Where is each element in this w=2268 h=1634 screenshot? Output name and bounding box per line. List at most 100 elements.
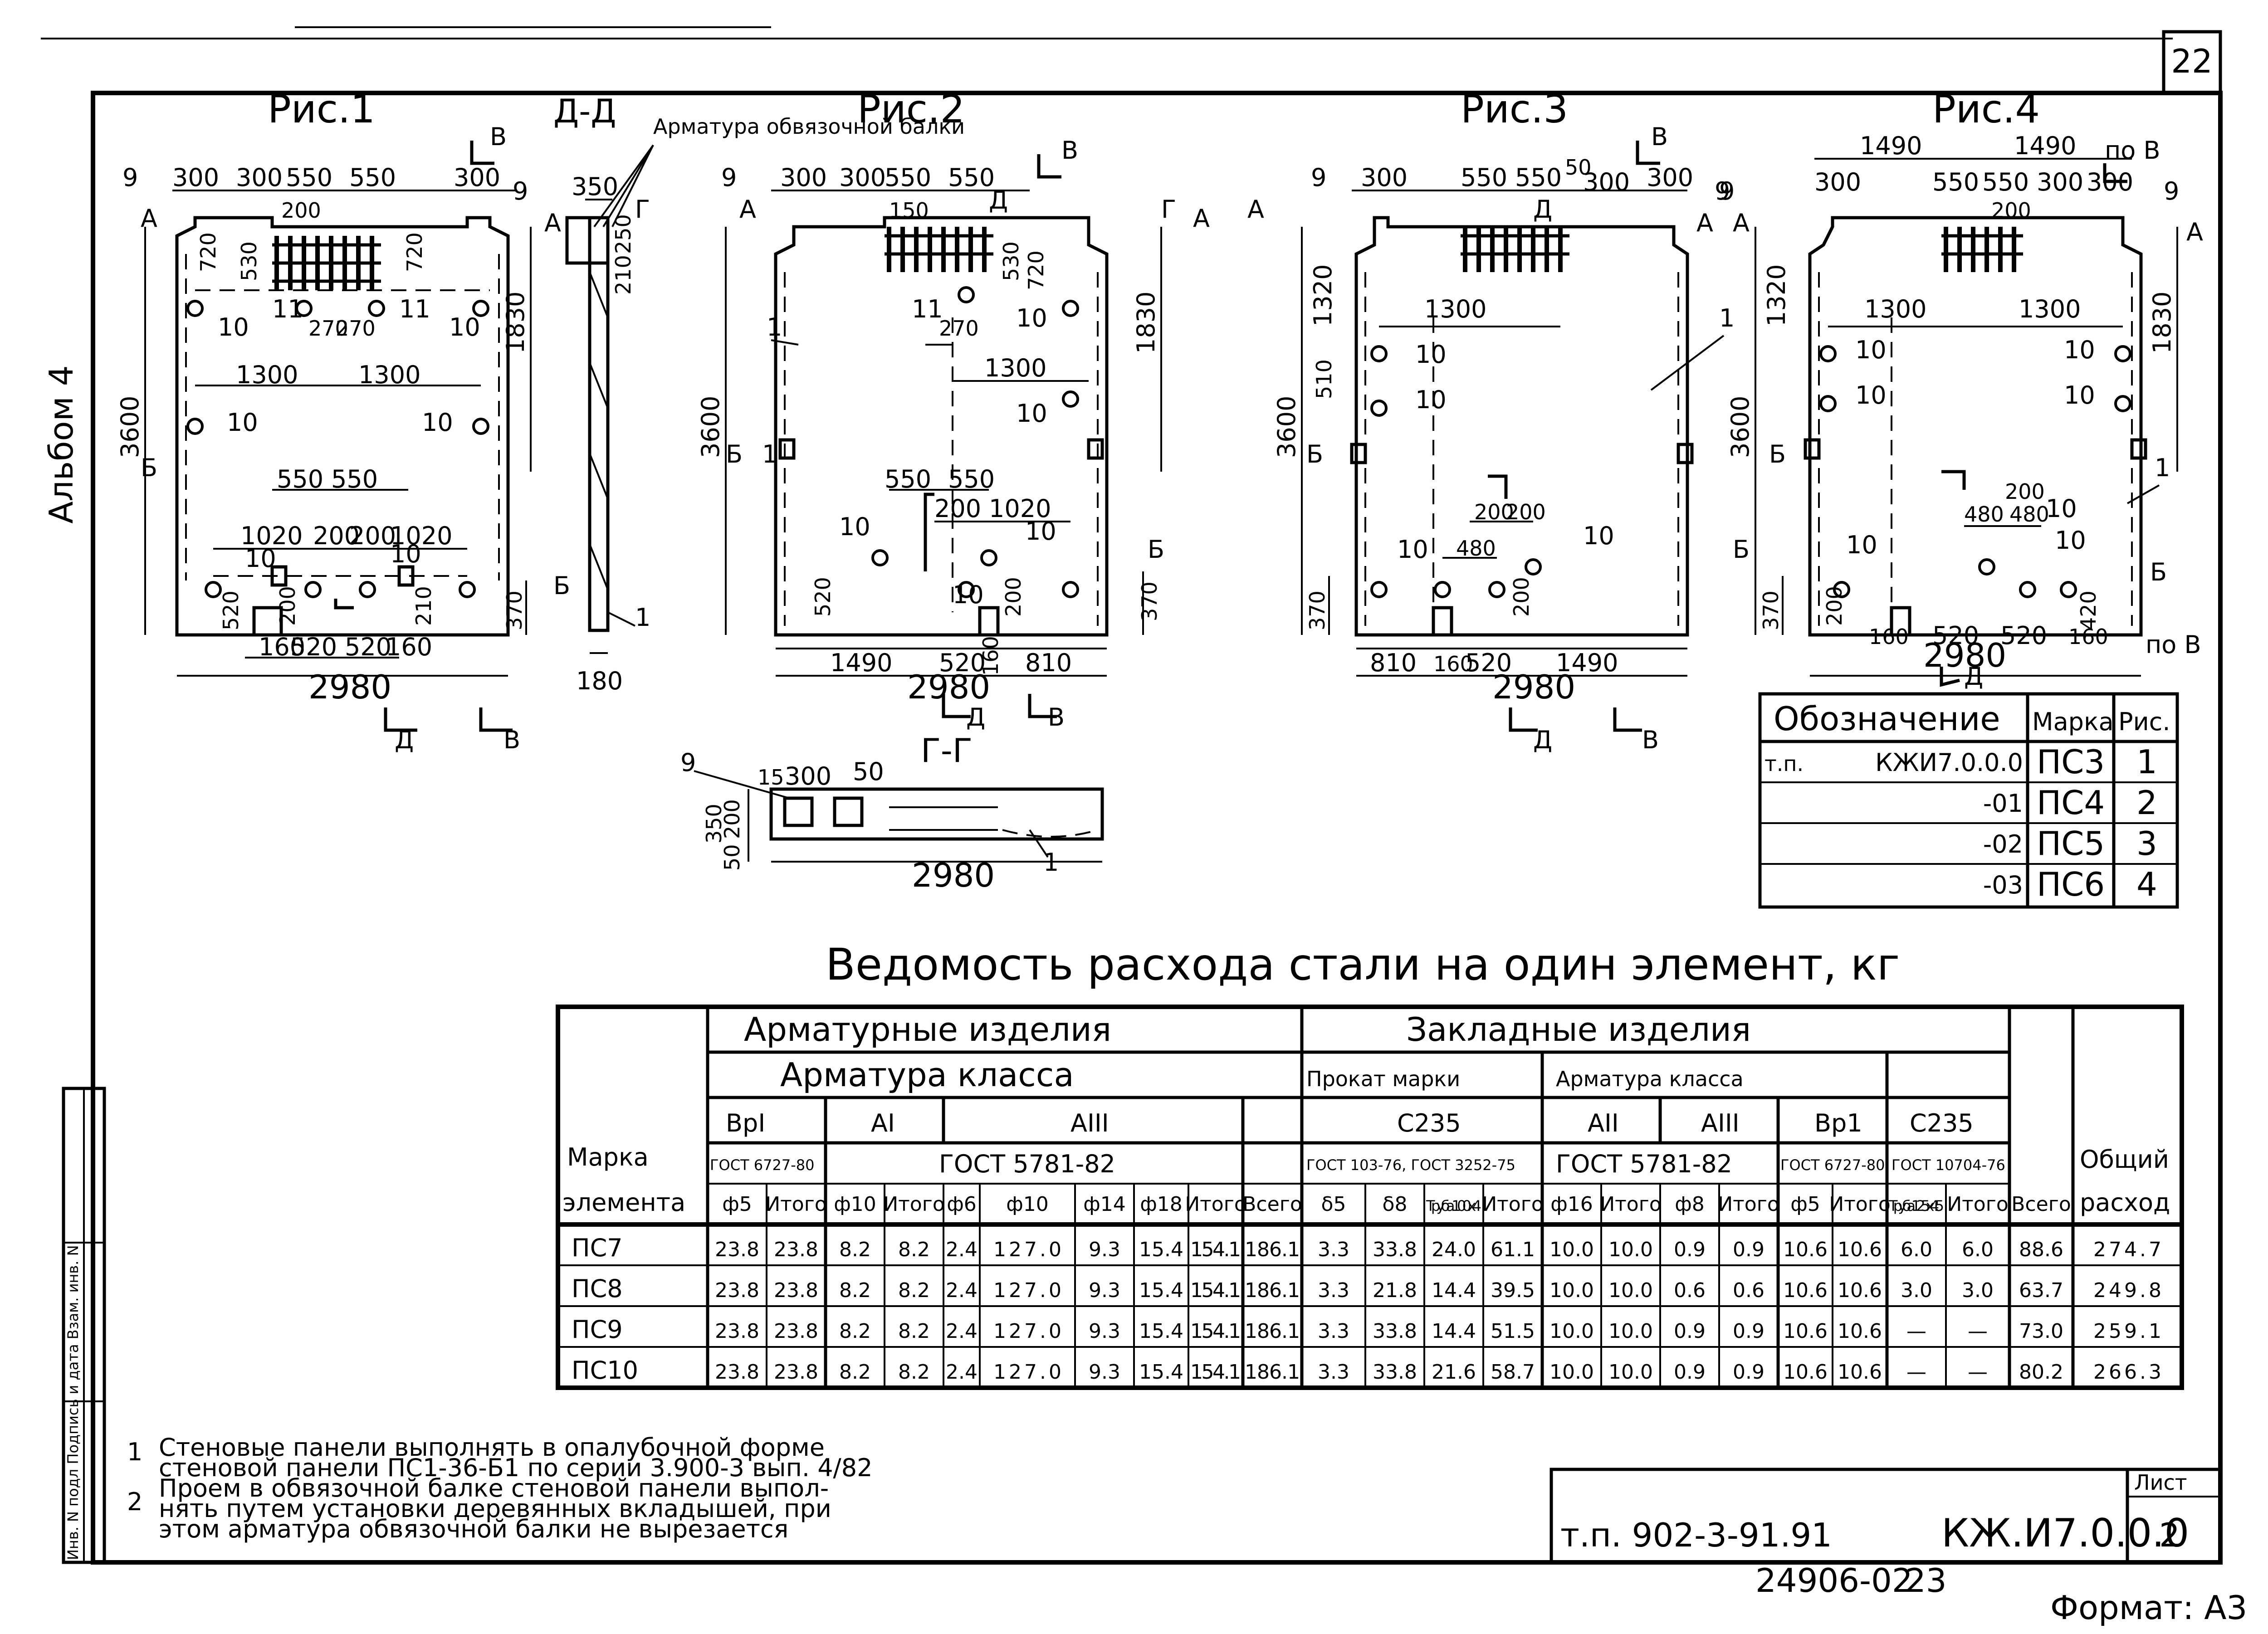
table-cell: 10.0 xyxy=(1608,1279,1653,1302)
svg-text:1: 1 xyxy=(635,603,650,632)
svg-text:10: 10 xyxy=(2055,526,2086,555)
album-label: Альбом 4 xyxy=(42,365,80,523)
svg-text:4: 4 xyxy=(2136,865,2157,903)
svg-text:Б: Б xyxy=(726,440,743,468)
svg-text:370: 370 xyxy=(502,590,527,630)
fig4-panel-outline xyxy=(1808,216,2143,637)
svg-text:370: 370 xyxy=(1759,590,1783,630)
table-cell: 14.4 xyxy=(1432,1279,1476,1302)
svg-text:520: 520 xyxy=(939,649,986,677)
table-cell: 10.6 xyxy=(1838,1238,1882,1261)
table-cell: 73.0 xyxy=(2019,1320,2063,1343)
table-cell: 154.1 xyxy=(1190,1361,1241,1384)
table-cell: 39.5 xyxy=(1491,1279,1535,1302)
svg-text:10: 10 xyxy=(2046,494,2077,523)
page-number-box xyxy=(2162,30,2222,95)
svg-text:Г: Г xyxy=(635,195,650,224)
svg-text:С235: С235 xyxy=(1397,1109,1461,1137)
svg-text:ВрI: ВрI xyxy=(726,1109,765,1137)
svg-text:300: 300 xyxy=(1583,168,1630,196)
svg-text:1830: 1830 xyxy=(2148,292,2176,354)
svg-text:2980: 2980 xyxy=(907,668,990,706)
table-cell: 23.8 xyxy=(715,1361,759,1384)
table-cell: 3.3 xyxy=(1318,1238,1349,1261)
svg-text:по В: по В xyxy=(2146,630,2201,659)
svg-text:Б: Б xyxy=(553,571,570,600)
svg-text:1300: 1300 xyxy=(358,361,420,389)
table-cell: 0.9 xyxy=(1674,1361,1706,1384)
svg-text:520: 520 xyxy=(2000,621,2047,650)
svg-text:А: А xyxy=(739,195,756,224)
total-header: Общий xyxy=(2080,1145,2169,1174)
svg-text:В: В xyxy=(1651,122,1668,151)
svg-text:10: 10 xyxy=(227,408,258,437)
table-cell: 10.0 xyxy=(1608,1361,1653,1384)
svg-text:10: 10 xyxy=(1855,336,1887,364)
svg-text:АIII: АIII xyxy=(1701,1109,1740,1137)
svg-text:1: 1 xyxy=(1719,304,1735,332)
svg-text:Стеновые панели выполнять в оп: Стеновые панели выполнять в опалубочной … xyxy=(159,1433,825,1462)
table-cell: 15.4 xyxy=(1139,1238,1183,1261)
svg-text:10: 10 xyxy=(422,408,453,437)
table-cell: 23.8 xyxy=(715,1279,759,1302)
svg-text:200: 200 xyxy=(313,522,360,550)
table-cell: 21.6 xyxy=(1432,1361,1476,1384)
svg-text:9: 9 xyxy=(680,748,696,777)
sub-column-header: ф8 xyxy=(1675,1193,1705,1216)
svg-text:510: 510 xyxy=(1312,359,1336,399)
svg-text:300: 300 xyxy=(1647,163,1693,192)
svg-text:550: 550 xyxy=(277,465,323,493)
svg-text:10: 10 xyxy=(2064,336,2095,364)
table-cell: 154.1 xyxy=(1190,1320,1241,1343)
table-cell: 8.2 xyxy=(898,1320,930,1343)
svg-text:3600: 3600 xyxy=(1726,396,1755,458)
table-cell: 14.4 xyxy=(1432,1320,1476,1343)
svg-text:1490: 1490 xyxy=(1860,132,1922,160)
fig2-rebar-grid xyxy=(885,227,993,272)
svg-text:270: 270 xyxy=(939,316,979,341)
svg-text:Д: Д xyxy=(1964,662,1983,691)
svg-text:1020: 1020 xyxy=(240,522,303,550)
table-cell: 3.0 xyxy=(1901,1279,1932,1302)
table-cell: 33.8 xyxy=(1373,1238,1417,1261)
svg-text:Б: Б xyxy=(1306,440,1323,468)
svg-text:1: 1 xyxy=(127,1438,142,1466)
svg-text:180: 180 xyxy=(576,667,623,695)
svg-text:1: 1 xyxy=(762,440,777,468)
table-cell: 23.8 xyxy=(774,1361,818,1384)
svg-text:ГОСТ 6727-80: ГОСТ 6727-80 xyxy=(710,1156,814,1174)
table-cell: — xyxy=(1968,1361,1988,1384)
svg-text:1830: 1830 xyxy=(1132,292,1160,354)
sub-column-header: Труба 100x4 xyxy=(1426,1197,1481,1215)
row-mark: ПС8 xyxy=(572,1274,623,1303)
table-cell: 23.8 xyxy=(774,1238,818,1261)
svg-text:200: 200 xyxy=(720,799,744,839)
table-cell: 8.2 xyxy=(839,1238,871,1261)
sub-column-header: ф5 xyxy=(1790,1193,1820,1216)
svg-text:550: 550 xyxy=(948,465,995,493)
table-cell: 0.6 xyxy=(1674,1279,1706,1302)
svg-text:720: 720 xyxy=(1024,250,1048,290)
svg-text:720: 720 xyxy=(196,232,220,272)
svg-text:-02: -02 xyxy=(1983,830,2023,858)
svg-text:Прокат марки: Прокат марки xyxy=(1306,1067,1460,1091)
svg-text:520: 520 xyxy=(1465,649,1512,677)
svg-text:3600: 3600 xyxy=(696,396,725,458)
beam-note: Арматура обвязочной балки xyxy=(653,114,965,139)
svg-text:480: 480 xyxy=(1964,502,2004,527)
svg-text:С235: С235 xyxy=(1910,1109,1974,1137)
svg-text:1490: 1490 xyxy=(830,649,892,677)
svg-text:т.п.: т.п. xyxy=(1765,751,1804,776)
stamp-tp: т.п. 902-3-91.91 xyxy=(1560,1516,1832,1554)
svg-text:160: 160 xyxy=(2068,624,2108,649)
svg-text:530: 530 xyxy=(999,241,1023,281)
table-cell: — xyxy=(1968,1320,1988,1343)
table-cell: 8.2 xyxy=(898,1279,930,1302)
fig2-panel-outline xyxy=(774,216,1109,637)
svg-text:200: 200 xyxy=(281,198,321,223)
svg-text:550: 550 xyxy=(885,163,931,192)
svg-text:550: 550 xyxy=(349,163,396,192)
svg-text:нять путем установки деревянны: нять путем установки деревянных вкладыше… xyxy=(159,1494,831,1523)
svg-text:1300: 1300 xyxy=(2019,295,2081,323)
